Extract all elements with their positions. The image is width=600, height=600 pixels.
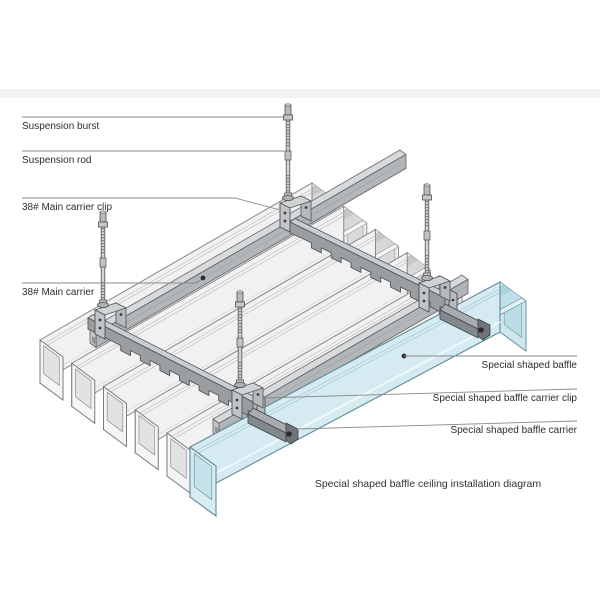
- label-special-baffle-carrier: Special shaped baffle carrier: [450, 425, 577, 436]
- leader-main-carrier-clip: [22, 197, 281, 211]
- label-special-baffle-carrier-clip: Special shaped baffle carrier clip: [433, 393, 578, 404]
- label-main-carrier-clip: 38# Main carrier clip: [22, 202, 112, 213]
- baffle-carrier-end-bracket-2: [439, 303, 491, 341]
- main-carrier-1: [89, 149, 407, 349]
- label-special-baffle: Special shaped baffle: [482, 360, 578, 371]
- leader-main-carrier: [22, 278, 203, 284]
- baffle-carrier-2: [289, 218, 491, 341]
- leader-special-baffle-carrier-clip: [261, 388, 578, 399]
- label-suspension-burst: Suspension burst: [22, 121, 99, 132]
- leader-special-baffle-carrier: [296, 420, 578, 430]
- page-shade-band: [0, 89, 600, 98]
- label-main-carrier: 38# Main carrier: [22, 287, 95, 298]
- baffle-carrier-end-bracket-1: [247, 407, 299, 445]
- diagram-caption: Special shaped baffle ceiling installati…: [315, 478, 542, 490]
- special-baffle: [189, 281, 527, 518]
- label-suspension-rod: Suspension rod: [22, 155, 92, 166]
- leader-dot-main-carrier: [200, 275, 206, 281]
- annotations: Suspension burst Suspension rod 38# Main…: [22, 116, 578, 490]
